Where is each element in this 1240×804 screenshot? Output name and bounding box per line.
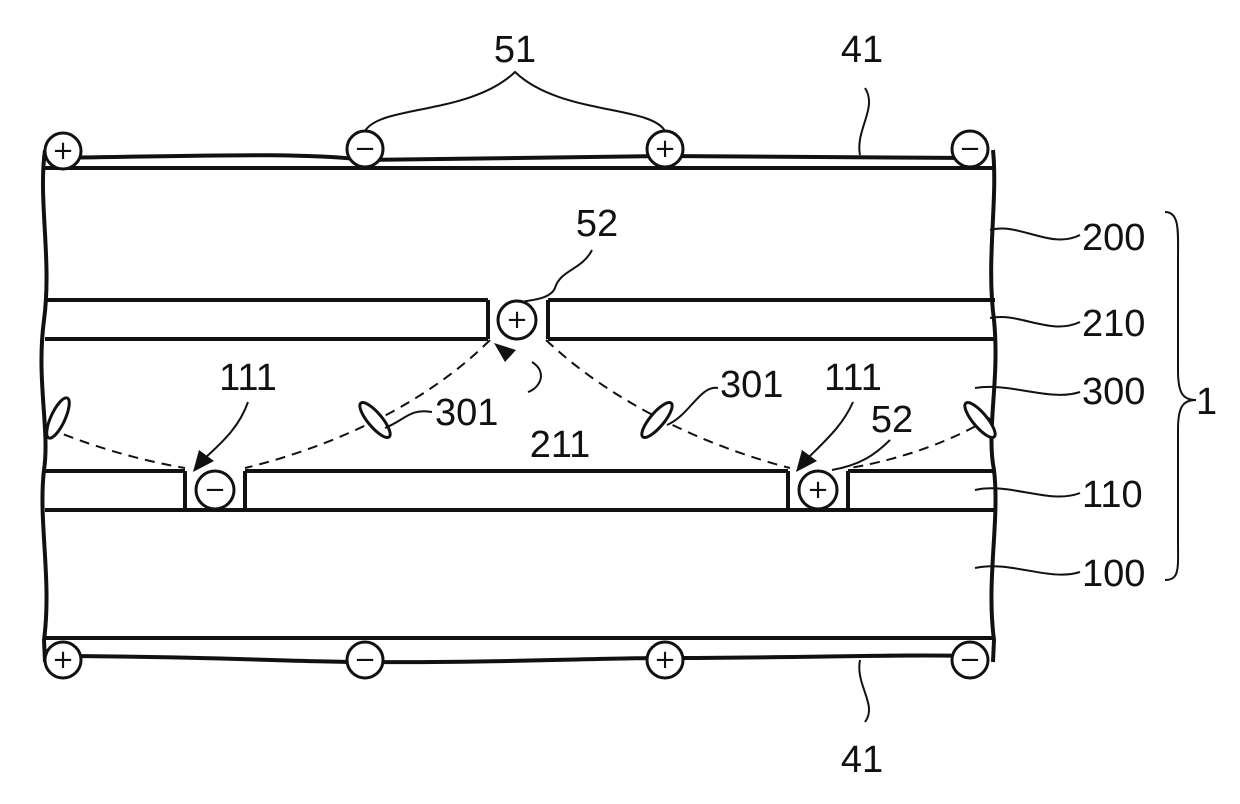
svg-text:+: + bbox=[654, 645, 676, 675]
leader-110 bbox=[975, 488, 1080, 496]
leader-41-bottom bbox=[859, 660, 869, 722]
label-110: 110 bbox=[1082, 474, 1143, 516]
layer-boundaries bbox=[45, 155, 995, 662]
charge-bottom-3: + bbox=[647, 642, 683, 678]
break-lines bbox=[41, 150, 995, 662]
svg-text:+: + bbox=[52, 136, 74, 166]
svg-text:−: − bbox=[204, 475, 226, 505]
charge-top-3: + bbox=[647, 131, 683, 167]
label-52-lower: 52 bbox=[871, 399, 913, 441]
charge-upper-opening: + bbox=[498, 301, 536, 339]
charge-bottom-4: − bbox=[952, 642, 988, 678]
leader-211 bbox=[528, 362, 541, 392]
leader-200 bbox=[990, 229, 1080, 240]
arrow-211-head bbox=[494, 343, 516, 362]
svg-text:−: − bbox=[354, 134, 376, 164]
label-301-left: 301 bbox=[435, 392, 498, 434]
label-200: 200 bbox=[1082, 217, 1145, 259]
right-break-line bbox=[991, 150, 995, 662]
charge-bottom-2: − bbox=[347, 642, 383, 678]
arrow-111-left-shaft bbox=[205, 402, 248, 458]
label-100: 100 bbox=[1082, 553, 1145, 595]
field-line-left-edge bbox=[48, 428, 185, 468]
top-film-41 bbox=[45, 155, 970, 160]
leader-300 bbox=[975, 387, 1080, 395]
liquid-crystal-molecules bbox=[42, 395, 999, 441]
label-41-bottom: 41 bbox=[841, 739, 883, 781]
leader-210 bbox=[990, 317, 1080, 326]
svg-text:−: − bbox=[959, 134, 981, 164]
svg-text:+: + bbox=[654, 134, 676, 164]
label-41-top: 41 bbox=[841, 29, 883, 71]
svg-text:+: + bbox=[52, 645, 74, 675]
top-charges: + − + − bbox=[45, 131, 988, 169]
charge-top-4: − bbox=[952, 131, 988, 167]
label-111-left: 111 bbox=[219, 357, 277, 399]
charge-top-2: − bbox=[347, 131, 383, 167]
svg-text:+: + bbox=[506, 305, 528, 335]
label-52-upper: 52 bbox=[576, 203, 618, 245]
svg-text:−: − bbox=[959, 645, 981, 675]
charge-bottom-1: + bbox=[45, 642, 81, 678]
label-111-right: 111 bbox=[824, 357, 882, 399]
molecule-left-edge bbox=[42, 395, 73, 441]
label-1: 1 bbox=[1196, 381, 1217, 423]
label-211: 211 bbox=[530, 424, 591, 466]
label-301-right: 301 bbox=[720, 364, 783, 406]
leader-301-left bbox=[385, 411, 432, 428]
charge-lower-opening-left: − bbox=[196, 471, 234, 509]
charge-top-1: + bbox=[45, 133, 81, 169]
leader-41-top bbox=[859, 88, 869, 155]
molecule-301-left bbox=[355, 399, 394, 442]
molecule-301-right bbox=[637, 399, 676, 442]
charge-lower-opening-right: + bbox=[799, 471, 837, 509]
leader-51 bbox=[365, 72, 665, 131]
arrow-111-right-shaft bbox=[808, 402, 853, 458]
leader-52-upper bbox=[522, 250, 592, 302]
left-break-line bbox=[41, 150, 46, 662]
svg-text:+: + bbox=[807, 475, 829, 505]
label-210: 210 bbox=[1082, 303, 1145, 345]
bottom-film-41 bbox=[45, 655, 970, 662]
arrows bbox=[193, 343, 853, 472]
svg-text:−: − bbox=[354, 645, 376, 675]
label-51: 51 bbox=[494, 29, 536, 71]
leader-301-right bbox=[667, 388, 718, 425]
label-300: 300 bbox=[1082, 371, 1145, 413]
panel-brace bbox=[1165, 212, 1196, 580]
